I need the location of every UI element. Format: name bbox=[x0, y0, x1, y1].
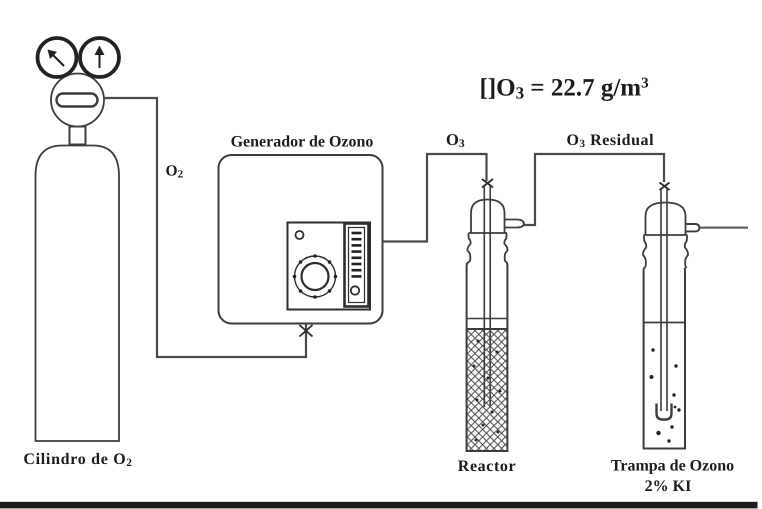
svg-text:2% KI: 2% KI bbox=[645, 478, 692, 495]
svg-text:O3 Residual: O3 Residual bbox=[567, 132, 655, 150]
svg-text:Trampa de Ozono: Trampa de Ozono bbox=[611, 458, 734, 475]
svg-text:Reactor: Reactor bbox=[458, 458, 516, 475]
svg-text:Cilindro de O2: Cilindro de O2 bbox=[23, 451, 132, 469]
svg-text:[]O3 = 22.7 g/m3: []O3 = 22.7 g/m3 bbox=[480, 75, 649, 103]
svg-text:Generador de Ozono: Generador de Ozono bbox=[231, 134, 374, 151]
